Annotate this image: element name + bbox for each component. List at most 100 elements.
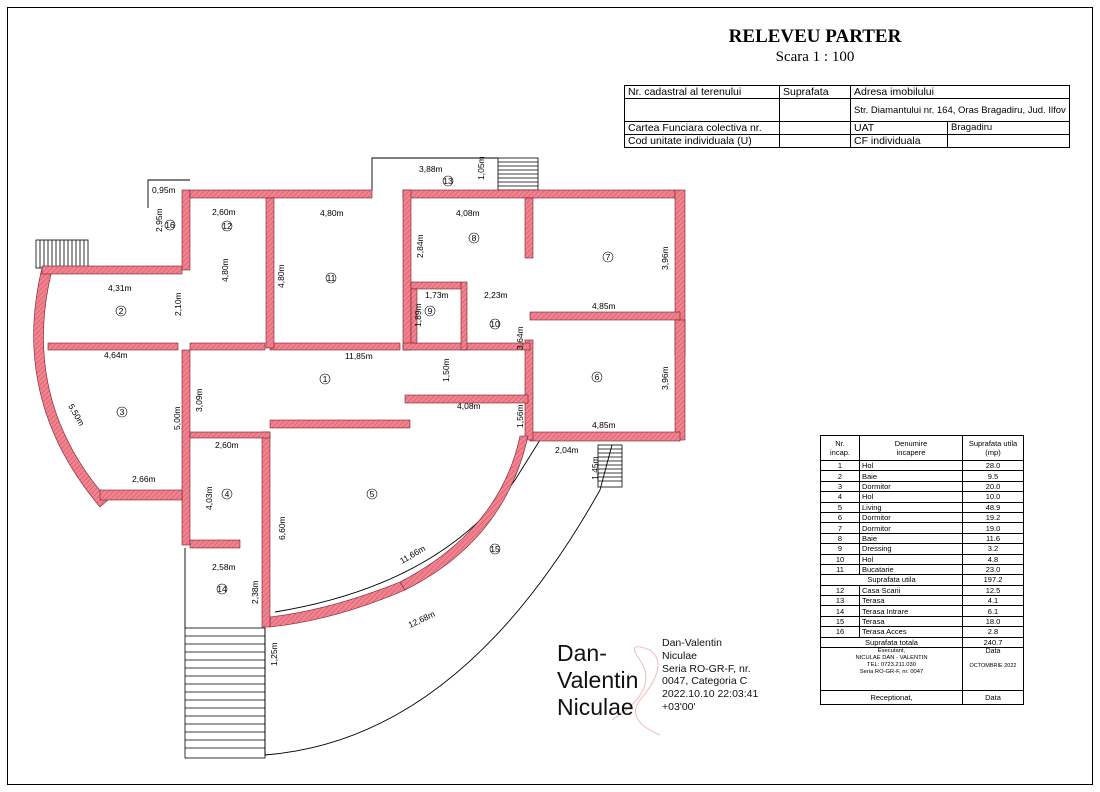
svg-text:11,85m: 11,85m bbox=[345, 351, 373, 361]
svg-text:14: 14 bbox=[217, 584, 227, 594]
room-name: Dormitor bbox=[859, 480, 963, 493]
header-nr: Nr.incap. bbox=[820, 435, 860, 461]
svg-text:15: 15 bbox=[490, 544, 500, 554]
svg-text:8: 8 bbox=[472, 233, 477, 243]
svg-text:1,73m: 1,73m bbox=[425, 290, 449, 300]
signature-detail-line: Seria RO-GR-F, nr. bbox=[662, 662, 751, 675]
room-area: 19.2 bbox=[962, 511, 1024, 524]
cod-label: Cod unitate individuala (U) bbox=[624, 134, 780, 148]
room-nr: 4 bbox=[820, 491, 860, 503]
cf-label: CF individuala bbox=[850, 134, 948, 148]
address-value: Str. Diamantului nr. 164, Oras Bragadiru… bbox=[850, 98, 1070, 122]
signature-detail-line: 2022.10.10 22:03:41 bbox=[662, 688, 759, 701]
room-name: Dormitor bbox=[859, 522, 963, 534]
svg-text:2,10m: 2,10m bbox=[173, 292, 183, 316]
svg-text:2,04m: 2,04m bbox=[555, 445, 579, 455]
room-name: Dressing bbox=[859, 543, 963, 555]
svg-text:2,60m: 2,60m bbox=[215, 440, 239, 450]
svg-text:3,64m: 3,64m bbox=[515, 326, 525, 350]
svg-text:3,96m: 3,96m bbox=[660, 246, 670, 270]
room-nr: 9 bbox=[820, 543, 860, 555]
svg-text:4,85m: 4,85m bbox=[592, 420, 616, 430]
room-name: Dormitor bbox=[859, 511, 963, 524]
exterior-stair-left bbox=[35, 239, 89, 269]
room-area: 4.1 bbox=[962, 595, 1024, 607]
room-area: 2.8 bbox=[962, 626, 1024, 638]
room-area: 9.5 bbox=[962, 470, 1024, 482]
drawing-title: RELEVEU PARTER bbox=[728, 26, 902, 47]
drawing-frame bbox=[7, 7, 1093, 785]
header-area: Suprafata utila(mp) bbox=[962, 435, 1024, 461]
room-name: Terasa Intrare bbox=[859, 605, 963, 617]
room-name: Terasa bbox=[859, 615, 963, 628]
signature-line-1: Dan- bbox=[557, 640, 607, 666]
room-area: 6.1 bbox=[962, 605, 1024, 617]
svg-text:4,85m: 4,85m bbox=[592, 301, 616, 311]
svg-text:4,80m: 4,80m bbox=[220, 258, 230, 282]
useful-area-row-label: Suprafata utila bbox=[820, 574, 963, 586]
svg-text:16: 16 bbox=[165, 220, 175, 230]
svg-text:4,80m: 4,80m bbox=[320, 208, 344, 218]
signature-line-2: Valentin bbox=[557, 667, 639, 693]
svg-text:1,56m: 1,56m bbox=[515, 404, 525, 428]
svg-text:1,50m: 1,50m bbox=[441, 358, 451, 382]
svg-text:4: 4 bbox=[225, 489, 230, 499]
room-nr: 5 bbox=[820, 501, 860, 513]
svg-text:3: 3 bbox=[120, 407, 125, 417]
svg-text:10: 10 bbox=[490, 319, 500, 329]
room-nr: 2 bbox=[820, 470, 860, 482]
svg-text:7: 7 bbox=[606, 252, 611, 262]
room-nr: 13 bbox=[820, 595, 860, 607]
room-name: Terasa bbox=[859, 595, 963, 607]
room-name: Hol bbox=[859, 553, 963, 565]
carte-label: Cartea Funciara colectiva nr. bbox=[624, 121, 780, 135]
room-nr: 10 bbox=[820, 553, 860, 565]
svg-text:3,09m: 3,09m bbox=[194, 388, 204, 412]
room-nr: 7 bbox=[820, 522, 860, 534]
signature-detail-line: Niculae bbox=[662, 649, 698, 662]
svg-text:1,45m: 1,45m bbox=[590, 456, 600, 480]
room-area: 28.0 bbox=[962, 459, 1024, 472]
room-nr: 16 bbox=[820, 626, 860, 638]
svg-text:0,95m: 0,95m bbox=[152, 185, 176, 195]
svg-text:1,89m: 1,89m bbox=[413, 303, 423, 327]
received-date: Data bbox=[962, 690, 1024, 706]
svg-text:3,96m: 3,96m bbox=[660, 366, 670, 390]
svg-text:2,84m: 2,84m bbox=[415, 234, 425, 258]
signature-detail-line: +03'00' bbox=[662, 700, 696, 713]
received-row: Receptionat,Data bbox=[820, 690, 1024, 706]
room-name: Hol bbox=[859, 491, 963, 503]
room-nr: 14 bbox=[820, 605, 860, 617]
svg-text:6,60m: 6,60m bbox=[277, 516, 287, 540]
room-area: 20.0 bbox=[962, 480, 1024, 493]
svg-text:2,60m: 2,60m bbox=[212, 207, 236, 217]
signature-detail-line: 0047, Categoria C bbox=[662, 675, 748, 688]
room-name: Baie bbox=[859, 532, 963, 545]
svg-text:2: 2 bbox=[119, 306, 124, 316]
svg-text:3,88m: 3,88m bbox=[419, 164, 443, 174]
useful-area-row-value: 197.2 bbox=[962, 574, 1024, 586]
room-area: 3.2 bbox=[962, 543, 1024, 555]
room-area: 4.8 bbox=[962, 553, 1024, 565]
room-area: 10.0 bbox=[962, 491, 1024, 503]
svg-text:4,64m: 4,64m bbox=[104, 350, 128, 360]
room-name: Living bbox=[859, 501, 963, 513]
room-nr: 1 bbox=[820, 459, 860, 472]
total-area-row-label: Suprafata totala bbox=[820, 636, 963, 649]
signature-detail-line: Dan-Valentin bbox=[662, 637, 722, 649]
